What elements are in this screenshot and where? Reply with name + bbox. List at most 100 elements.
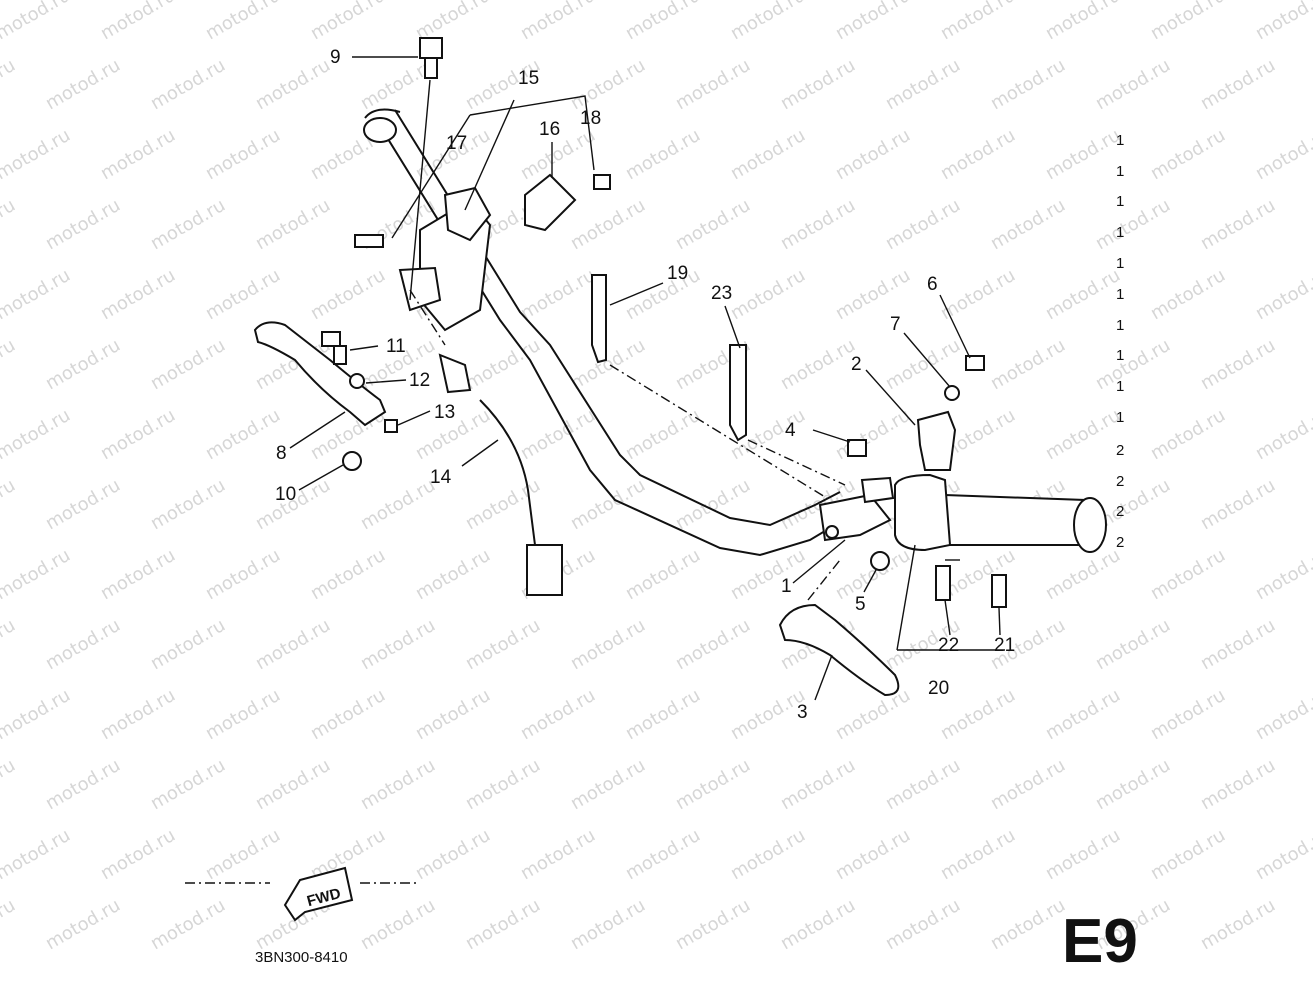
watermark-text: motod.ru <box>567 335 649 394</box>
watermark-text: motod.ru <box>1197 895 1279 954</box>
watermark-text: motod.ru <box>567 55 649 114</box>
watermark-text: motod.ru <box>882 195 964 254</box>
watermark-text: motod.ru <box>202 125 284 184</box>
watermark-text: motod.ru <box>622 405 704 464</box>
watermark-text: motod.ru <box>1092 195 1174 254</box>
clutch-switch-cable <box>438 353 563 596</box>
watermark-text: motod.ru <box>727 0 809 44</box>
watermark-text: motod.ru <box>1252 545 1313 604</box>
qty-7: 1 <box>1116 317 1124 334</box>
quantity-column: 1 1 1 1 1 1 1 1 1 1 2 2 2 2 <box>1116 132 1124 551</box>
watermark-text: motod.ru <box>252 755 334 814</box>
qty-6: 1 <box>1116 286 1124 303</box>
watermark-text: motod.ru <box>202 685 284 744</box>
callout-17: 17 <box>446 133 467 154</box>
watermark-text: motod.ru <box>937 125 1019 184</box>
watermark-text: motod.ru <box>97 545 179 604</box>
watermark-text: motod.ru <box>42 755 124 814</box>
callout-13: 13 <box>434 402 455 423</box>
watermark-text: motod.ru <box>1147 825 1229 884</box>
holder-bracket <box>916 410 957 471</box>
watermark-text: motod.ru <box>307 685 389 744</box>
drawing-code: 3BN300-8410 <box>255 949 348 966</box>
watermark-text: motod.ru <box>97 0 179 44</box>
watermark-text: motod.ru <box>987 195 1069 254</box>
qty-10: 1 <box>1116 409 1124 426</box>
callout-10: 10 <box>275 484 296 505</box>
callout-4: 4 <box>785 420 796 441</box>
watermark-text: motod.ru <box>0 685 74 744</box>
watermark-text: motod.ru <box>1042 685 1124 744</box>
watermark-text: motod.ru <box>1042 265 1124 324</box>
callout-12: 12 <box>409 370 430 391</box>
watermark-text: motod.ru <box>1197 755 1279 814</box>
watermark-text: motod.ru <box>1252 825 1313 884</box>
callout-21: 21 <box>994 635 1015 656</box>
watermark-text: motod.ru <box>1042 125 1124 184</box>
watermark-text: motod.ru <box>147 475 229 534</box>
watermark-text: motod.ru <box>832 825 914 884</box>
watermark-text: motod.ru <box>517 405 599 464</box>
cable-bands <box>591 274 747 442</box>
watermark-text: motod.ru <box>1042 825 1124 884</box>
qty-12: 2 <box>1116 473 1124 490</box>
watermark-text: motod.ru <box>412 825 494 884</box>
qty-11: 2 <box>1116 442 1124 459</box>
watermark-text: motod.ru <box>672 615 754 674</box>
watermark-text: motod.ru <box>147 55 229 114</box>
watermark-text: motod.ru <box>462 895 544 954</box>
watermark-text: motod.ru <box>147 755 229 814</box>
watermark-text: motod.ru <box>202 0 284 44</box>
watermark-text: motod.ru <box>517 0 599 44</box>
watermark-text: motod.ru <box>97 405 179 464</box>
clutch-lever <box>253 321 387 427</box>
watermark-text: motod.ru <box>1197 475 1279 534</box>
watermark-text: motod.ru <box>517 825 599 884</box>
watermark-text: motod.ru <box>622 0 704 44</box>
watermark-text: motod.ru <box>1042 545 1124 604</box>
watermark-text: motod.ru <box>1252 0 1313 44</box>
page-code: E9 <box>1062 907 1138 976</box>
watermark-text: motod.ru <box>517 265 599 324</box>
watermark-text: motod.ru <box>1147 545 1229 604</box>
watermark-text: motod.ru <box>0 545 74 604</box>
watermark-text: motod.ru <box>727 545 809 604</box>
watermark-text: motod.ru <box>517 685 599 744</box>
callout-15: 15 <box>518 68 539 89</box>
left-switch-assembly <box>398 186 492 332</box>
qty-2: 1 <box>1116 163 1124 180</box>
watermark-text: motod.ru <box>727 825 809 884</box>
watermark-text: motod.ru <box>97 685 179 744</box>
watermark-text: motod.ru <box>147 615 229 674</box>
small-fasteners <box>321 37 1007 608</box>
watermark-text: motod.ru <box>672 755 754 814</box>
callout-23: 23 <box>711 283 732 304</box>
watermark-text: motod.ru <box>987 55 1069 114</box>
callout-1: 1 <box>781 576 792 597</box>
watermark-text: motod.ru <box>672 475 754 534</box>
watermark-text: motod.ru <box>1147 125 1229 184</box>
watermark-text: motod.ru <box>357 755 439 814</box>
watermark-text: motod.ru <box>462 615 544 674</box>
watermark-text: motod.ru <box>672 195 754 254</box>
watermark-text: motod.ru <box>147 895 229 954</box>
watermark-text: motod.ru <box>147 335 229 394</box>
watermark-text: motod.ru <box>1042 0 1124 44</box>
watermark-text: motod.ru <box>42 195 124 254</box>
watermark-text: motod.ru <box>1252 265 1313 324</box>
watermark-text: motod.ru <box>1147 405 1229 464</box>
watermark-text: motod.ru <box>567 615 649 674</box>
watermark-text: motod.ru <box>672 55 754 114</box>
watermark-text: motod.ru <box>832 405 914 464</box>
watermark-text: motod.ru <box>1147 0 1229 44</box>
watermark-text: motod.ru <box>0 335 19 394</box>
watermark-text: motod.ru <box>567 195 649 254</box>
callout-5: 5 <box>855 594 866 615</box>
watermark-text: motod.ru <box>252 55 334 114</box>
callout-labels: 1 2 3 4 5 6 7 8 9 10 11 12 13 14 15 16 1… <box>275 47 1015 723</box>
watermark-text: motod.ru <box>0 265 74 324</box>
callout-3: 3 <box>797 702 808 723</box>
watermark-text: motod.ru <box>1252 125 1313 184</box>
qty-13: 2 <box>1116 503 1124 520</box>
qty-5: 1 <box>1116 255 1124 272</box>
